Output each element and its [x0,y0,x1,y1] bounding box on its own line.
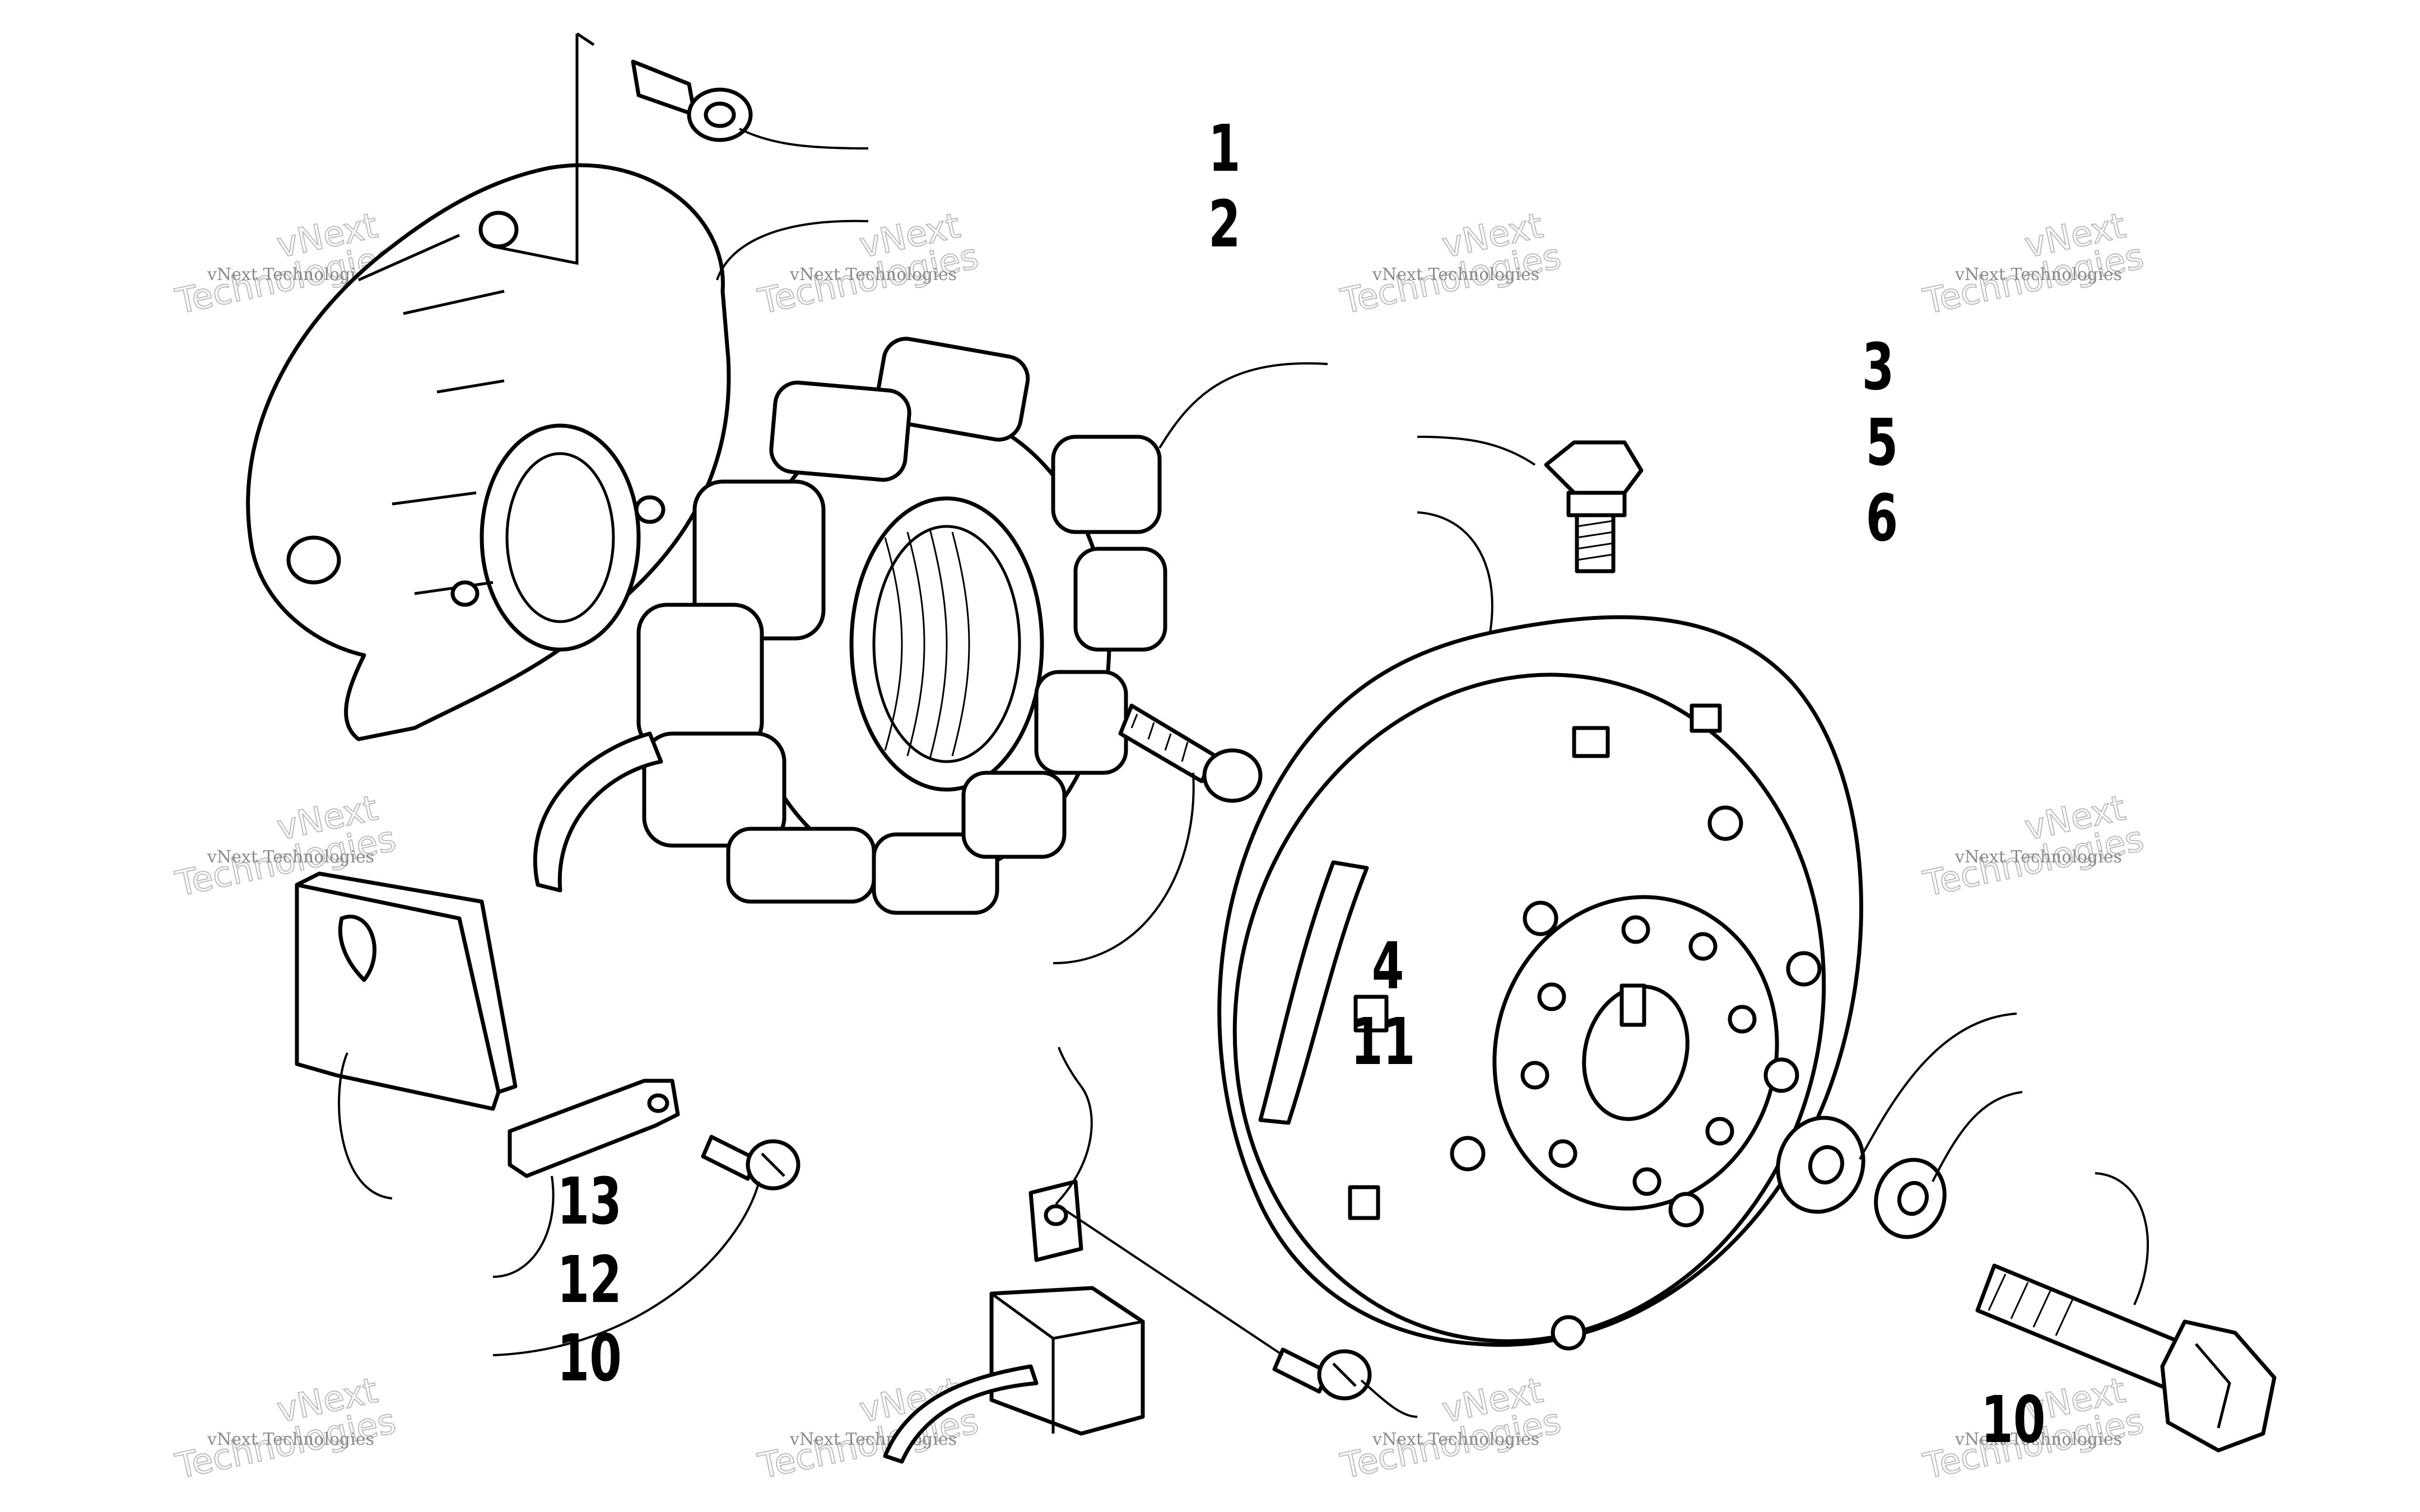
leader-lines [338,128,2149,1418]
part-washer-7 [1776,1116,1865,1214]
watermark-text: vNext Technologies [1954,847,2122,867]
part-bolt-5 [1544,440,1644,573]
part-bracket-12 [508,1079,680,1178]
part-plate-13 [295,871,518,1111]
callout-5: 5 [1866,405,1898,480]
callout-labels: 1 2 3 4 5 6 7 8 9 10 10 11 12 13 [557,111,2046,1457]
callout-2: 2 [1208,186,1241,262]
part-stator-3 [533,337,1167,915]
callout-11: 11 [1351,1004,1415,1079]
part-bolt-1 [631,59,753,142]
callout-4: 4 [1372,928,1404,1004]
callout-3: 3 [1862,329,1895,404]
part-pulse-coil-11 [883,1179,1145,1464]
part-housing-2 [246,32,731,741]
callout-13: 13 [557,1164,622,1239]
watermark-text: vNext Technologies [207,265,374,284]
watermark-text: vNext Technologies [207,847,374,867]
part-screw-4 [1118,703,1263,803]
callout-6: 6 [1866,480,1898,556]
watermark-text: vNext Technologies [207,1430,374,1449]
watermark-text: vNext Technologies [1954,1430,2122,1449]
part-screw-10a [701,1135,801,1191]
watermark-text: vNext Technologies [789,265,957,284]
callout-12: 12 [557,1242,622,1317]
watermark-text: vNext Technologies [1372,265,1539,284]
callout-10-left: 10 [557,1320,622,1396]
part-bolt-9 [1975,1263,2277,1453]
part-lockwasher-8 [1874,1158,1947,1239]
part-flywheel-6 [1217,615,1863,1351]
watermark-text: vNext Technologies [1954,265,2122,284]
callout-1: 1 [1208,111,1241,186]
part-screw-10b [1272,1347,1372,1401]
callout-10-right: 10 [1981,1382,2045,1457]
watermark-text: vNext Technologies [1372,1430,1539,1449]
watermark-text: vNext Technologies [789,1430,957,1449]
